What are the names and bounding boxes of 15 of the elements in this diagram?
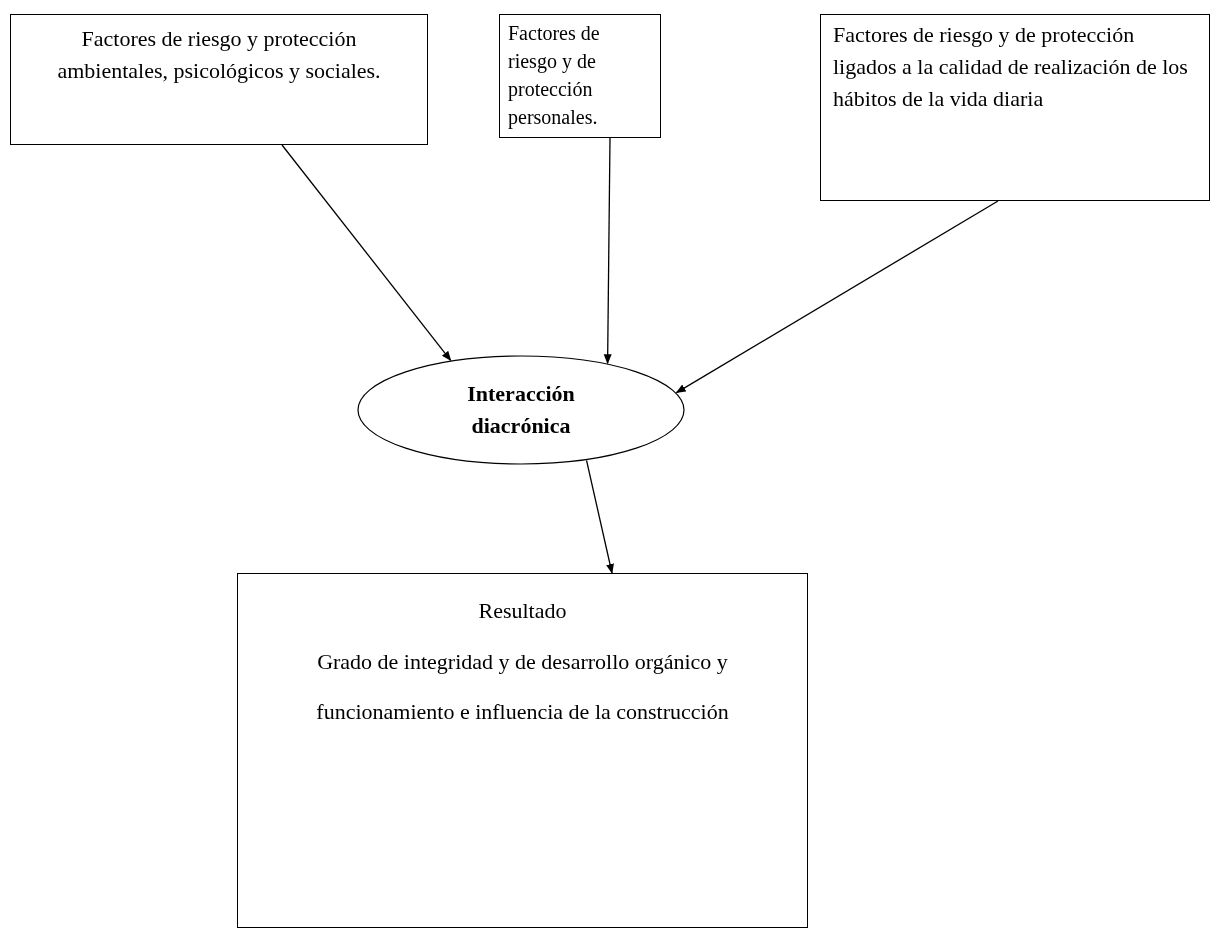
text-box <box>10 14 428 145</box>
box-text: Grado de integridad y de desarrollo orgánico y funcionamiento e influencia de la construcción <box>315 647 730 727</box>
box-heading: Resultado <box>477 597 568 625</box>
text-box <box>820 14 1210 201</box>
text-box <box>237 573 808 928</box>
box-text: Factores de riesgo y protección ambientales, psicológicos y sociales. <box>56 25 382 85</box>
arrow <box>585 459 614 574</box>
arrow <box>675 200 999 394</box>
text-box <box>499 14 661 138</box>
arrow <box>603 137 612 365</box>
box-text: Factores de riesgo y de protección personales. <box>508 21 601 131</box>
ellipse-node <box>357 355 685 465</box>
box-text: Interacción diacrónica <box>466 380 576 440</box>
box-text: Factores de riesgo y de protección ligados a la calidad de realización de los hábitos de la vida diaria <box>833 21 1189 113</box>
arrow <box>281 144 452 362</box>
